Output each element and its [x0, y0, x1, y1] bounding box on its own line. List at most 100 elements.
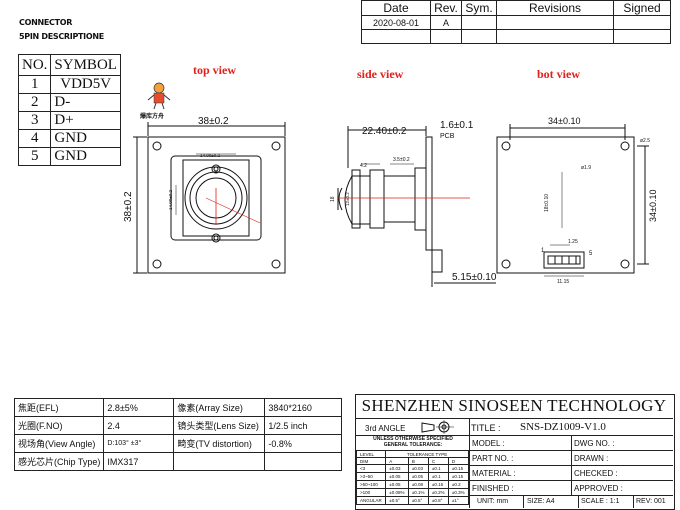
title-value: SNS-DZ1009-V1.0 [520, 421, 606, 433]
tol-cell: ±0.5° [385, 496, 409, 505]
tol-cell: >50~100 [355, 480, 387, 489]
tol-cell: ±0.05 [385, 472, 409, 481]
pcb-label: PCB [440, 133, 455, 140]
tol-cell: ±0.05 [407, 472, 429, 481]
dim-side-5-15: 5.15±0.10 [452, 272, 497, 283]
finished-field: FINISHED : [472, 484, 514, 493]
tol-col: A [385, 457, 409, 465]
spec-label [173, 452, 266, 471]
spec-label: 感光芯片(Chip Type) [13, 452, 105, 471]
top-board-outline [147, 136, 286, 274]
tol-cell: ±1° [447, 496, 470, 505]
scale-field: SCALE : 1:1 [581, 498, 620, 505]
dim-side-12: 12±0.2 [345, 192, 350, 206]
tol-cell: ±0.08 [407, 480, 429, 489]
bot-view-title: bot view [537, 67, 580, 81]
tol-cell: ±0.3% [447, 488, 470, 497]
tolerance-header: UNLESS OTHERWISE SPECIFIED GENERAL TOLER… [358, 436, 468, 448]
spec-label: 光圈(F.NO) [13, 416, 105, 435]
tol-cell: ±0.15 [447, 464, 470, 473]
tol-cell: >100 [355, 488, 387, 497]
drawn-field: DRAWN : [574, 454, 609, 463]
projection-label: 3rd ANGLE [365, 424, 406, 433]
tol-cell: ±0.1% [407, 488, 429, 497]
material-field: MATERIAL : [472, 469, 516, 478]
pin-5-marker: 5 [589, 251, 593, 257]
side-view [337, 126, 496, 287]
dim-lens-dia: 14.00±0.2 [200, 153, 220, 158]
rev-header-signed: Signed [613, 0, 671, 16]
checked-field: CHECKED : [574, 469, 618, 478]
tol-col: D [447, 457, 470, 465]
side-view-title: side view [357, 67, 404, 81]
tol-cell: <3 [355, 464, 387, 473]
tol-cell: ±0.08% [385, 488, 409, 497]
pcb [425, 136, 433, 251]
tol-cell: ±0.2 [447, 480, 470, 489]
pin-no-header: NO. [17, 54, 52, 76]
tol-cell: ANGULAR [355, 496, 387, 505]
rev-field: REV: 001 [636, 498, 666, 505]
bot-view [496, 124, 649, 277]
spec-table: 焦距(EFL) 2.8±5% 像素(Array Size) 3840*2160 … [13, 398, 342, 471]
logo-caption: 爆库方舟 [140, 113, 165, 120]
tol-cell: DIM [355, 457, 387, 465]
spec-label: 畸变(TV distortion) [173, 434, 266, 453]
tolerance-table: LEVEL TOLERANCE TYPE DIM A B C D <3±0.03… [355, 450, 470, 505]
dim-side-18: 18 [330, 196, 336, 202]
model-field: MODEL : [472, 439, 505, 448]
tol-cell: ±0.2% [427, 488, 449, 497]
connector-subtitle: 5PIN DESCRIPTIONE [19, 32, 104, 41]
tol-cell: ±0.03 [385, 464, 409, 473]
dim-bot-hole-2-5: ø2.5 [640, 138, 650, 144]
top-view-title: top view [193, 63, 236, 77]
revision-table: Date Rev. Sym. Revisions Signed 2020-08-… [361, 0, 671, 44]
mascot-logo [142, 80, 178, 120]
tol-type: TOLERANCE TYPE [385, 450, 469, 458]
dim-pcb-thickness: 1.6±0.1 [440, 120, 474, 131]
title-label: TITLE : [471, 423, 501, 433]
third-angle-icon [421, 420, 454, 434]
dim-side-3-5: 3.5±0.2 [393, 157, 410, 163]
bot-board-outline [496, 136, 635, 274]
company-name: SHENZHEN SINOSEEN TECHNOLOGY [361, 396, 667, 415]
mechanical-drawing: 38±0.2 38±0.2 14.00±0.2 14.00±0.2 22.40±… [123, 116, 658, 287]
dim-side-length: 22.40±0.2 [362, 126, 407, 137]
spec-label: 像素(Array Size) [173, 398, 266, 417]
top-view [133, 122, 286, 274]
tol-cell: ±0.15 [427, 480, 449, 489]
approved-field: APPROVED : [574, 484, 623, 493]
tol-cell: ±0.1 [427, 472, 449, 481]
pin-symbol: VDD5V [50, 75, 121, 94]
tol-cell: >3~50 [355, 472, 387, 481]
spec-label: 焦距(EFL) [13, 398, 105, 417]
tolerance-header-line2: GENERAL TOLERANCE: [383, 442, 443, 448]
tol-cell: ±0.8° [427, 496, 449, 505]
spec-value: IMX317 [103, 452, 175, 471]
spec-label: 视场角(View Angle) [13, 434, 105, 453]
tol-cell: ±0.1 [427, 464, 449, 473]
dim-bot-width: 34±0.10 [548, 116, 580, 126]
tol-cell: ±0.5° [407, 496, 429, 505]
dim-lens-height: 14.00±0.2 [168, 190, 173, 210]
spec-value: 3840*2160 [264, 398, 342, 417]
tol-cell: ±0.03 [407, 464, 429, 473]
dim-top-height: 38±0.2 [123, 191, 134, 222]
size-field: SIZE: A4 [527, 498, 555, 505]
dim-bot-18: 18±0.10 [544, 194, 550, 212]
dim-bot-height: 34±0.10 [648, 190, 658, 222]
pin-symbol: GND [50, 147, 121, 166]
spec-value [264, 452, 342, 471]
pin-symbol: D- [50, 93, 121, 112]
spec-label: 镜头类型(Lens Size) [173, 416, 266, 435]
tol-col: LEVEL [355, 450, 387, 458]
tol-col: B [407, 457, 429, 465]
spec-value: 2.4 [103, 416, 175, 435]
spec-value: 2.8±5% [103, 398, 175, 417]
part-no-field: PART NO. : [472, 454, 514, 463]
connector-5pin [543, 251, 585, 269]
pin-symbol: GND [50, 129, 121, 148]
dim-top-width: 38±0.2 [198, 116, 229, 127]
spec-value: D:103° ±3° [103, 434, 175, 453]
